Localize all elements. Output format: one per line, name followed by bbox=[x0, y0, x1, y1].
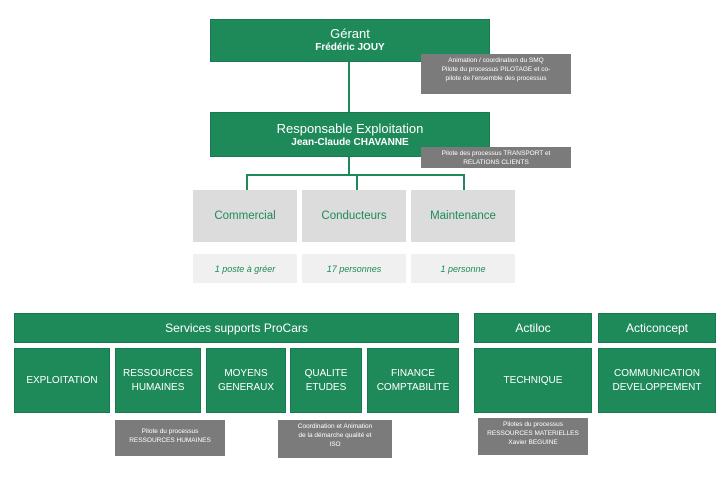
service-qualite-etudes: QUALITE ETUDES bbox=[290, 348, 362, 413]
gerant-title: Gérant bbox=[330, 26, 370, 41]
service-ressources-humaines: RESSOURCES HUMAINES bbox=[115, 348, 201, 413]
count-conducteurs: 17 personnes bbox=[302, 254, 406, 283]
note-qualite: Coordination et Animation de la démarche… bbox=[278, 420, 392, 458]
service-finance-comptabilite: FINANCE COMPTABILITE bbox=[367, 348, 459, 413]
group-procars: Services supports ProCars bbox=[14, 313, 459, 343]
service-exploitation: EXPLOITATION bbox=[14, 348, 110, 413]
dept-conducteurs: Conducteurs bbox=[302, 190, 406, 242]
responsable-name: Jean-Claude CHAVANNE bbox=[291, 137, 409, 148]
dept-maintenance: Maintenance bbox=[411, 190, 515, 242]
count-maintenance: 1 personne bbox=[411, 254, 515, 283]
connector-resp-down bbox=[348, 157, 350, 175]
note-technique: Pilotes du processus RESSOURCES MATERIEL… bbox=[478, 418, 588, 455]
gerant-note: Animation / coordination du SMQ Pilote d… bbox=[421, 54, 571, 94]
group-acticoncept: Acticoncept bbox=[598, 313, 716, 343]
connector-conducteurs bbox=[356, 174, 358, 190]
dept-commercial: Commercial bbox=[193, 190, 297, 242]
connector-horizontal bbox=[246, 174, 465, 176]
service-technique: TECHNIQUE bbox=[474, 348, 592, 413]
responsable-note: Pilote des processus TRANSPORT et RELATI… bbox=[421, 147, 571, 168]
note-ressources-humaines: Pilote du processus RESSOURCES HUMAINES bbox=[115, 420, 225, 456]
connector-commercial bbox=[246, 174, 248, 190]
responsable-title: Responsable Exploitation bbox=[276, 121, 424, 136]
count-commercial: 1 poste à gréer bbox=[193, 254, 297, 283]
service-communication-developpement: COMMUNICATION DEVELOPPEMENT bbox=[598, 348, 716, 413]
connector-maintenance bbox=[463, 174, 465, 190]
connector-gerant-resp bbox=[348, 62, 350, 112]
service-moyens-generaux: MOYENS GENERAUX bbox=[206, 348, 286, 413]
gerant-name: Frédéric JOUY bbox=[315, 42, 385, 53]
group-actiloc: Actiloc bbox=[474, 313, 592, 343]
